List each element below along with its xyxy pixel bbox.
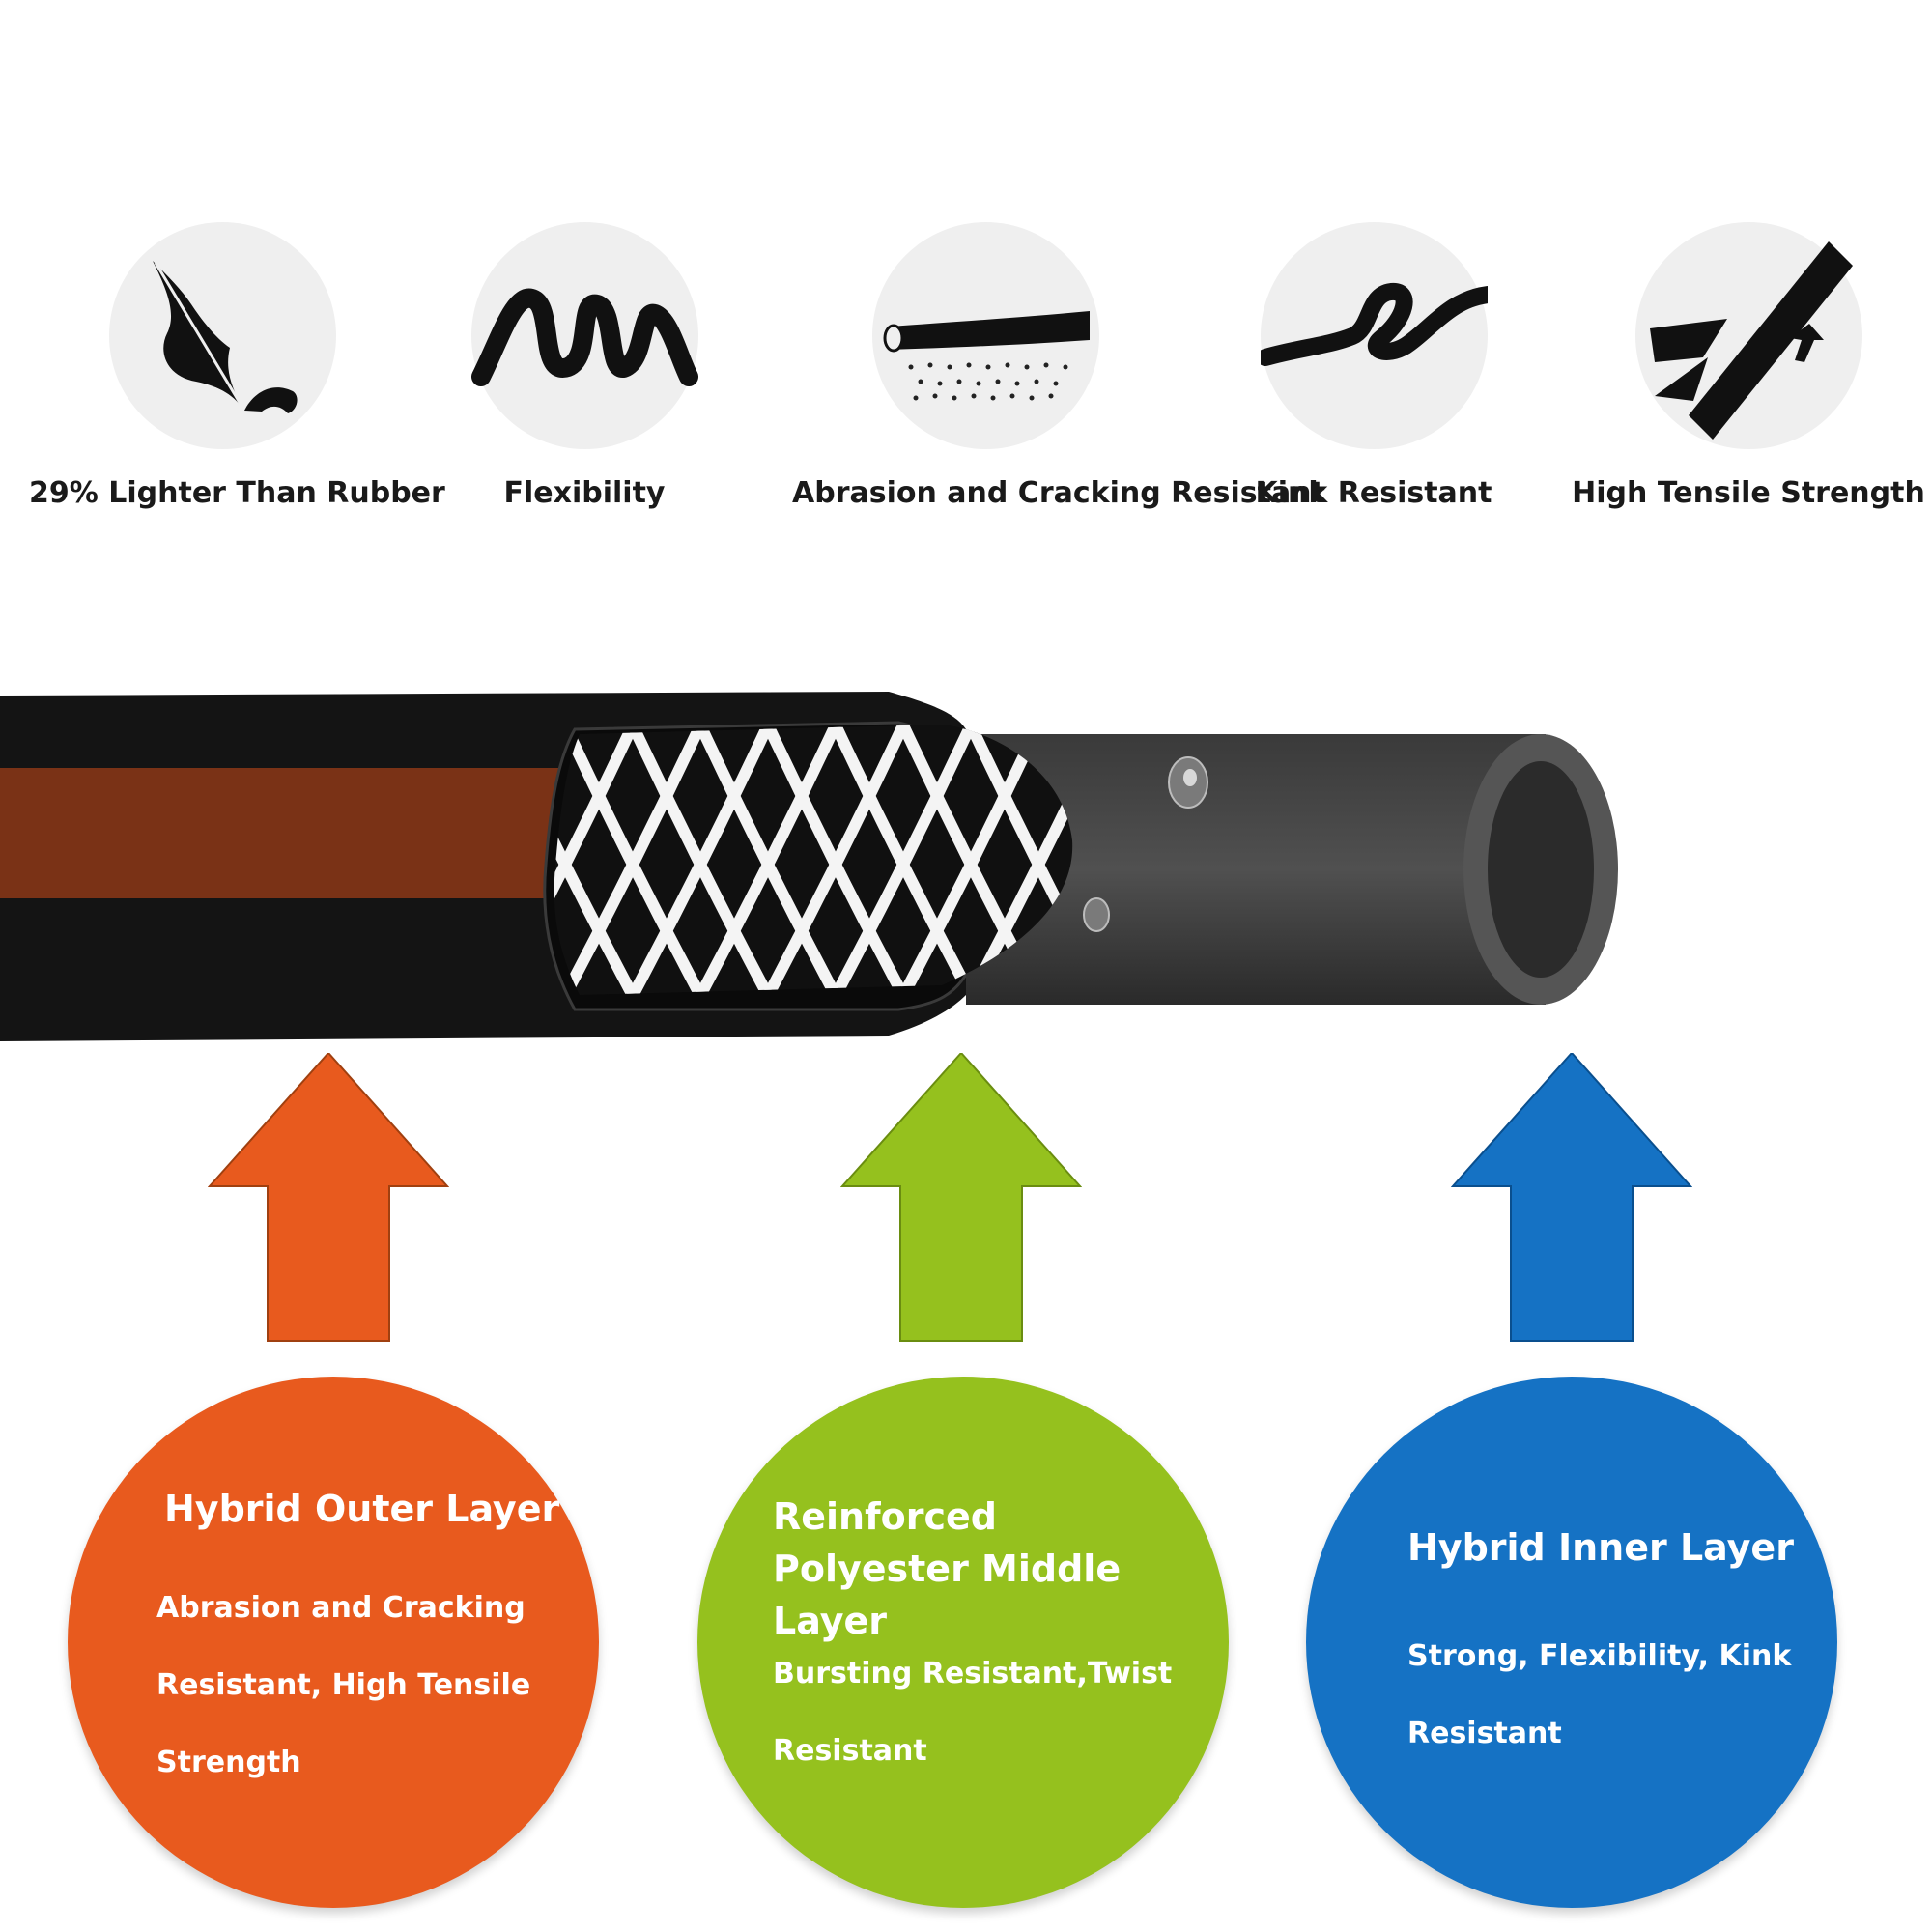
middle-layer-desc: Bursting Resistant,Twist Resistant bbox=[773, 1657, 1173, 1768]
hose-stripe bbox=[0, 768, 580, 898]
feather-icon bbox=[108, 222, 336, 449]
feature-abrasion: Abrasion and Cracking Resistant bbox=[792, 222, 1325, 510]
tube-opening bbox=[1488, 761, 1594, 978]
feature-tensile: High Tensile Strength bbox=[1555, 222, 1932, 510]
inner-arrow-shape bbox=[1451, 1053, 1692, 1342]
outer-layer-arrow bbox=[208, 1053, 449, 1342]
feature-kink: Kink Resistant bbox=[1180, 222, 1567, 510]
outer-layer-title: Hybrid Outer Layer bbox=[164, 1488, 560, 1530]
feature-lightweight: 29% Lighter Than Rubber bbox=[29, 222, 445, 510]
feature-label: Abrasion and Cracking Resistant bbox=[792, 476, 1325, 510]
inner-layer bbox=[966, 734, 1546, 1005]
feature-flexibility: Flexibility bbox=[391, 222, 778, 510]
middle-arrow-shape bbox=[840, 1053, 1082, 1342]
tensile-strap-icon bbox=[1634, 222, 1862, 449]
inner-layer-circle: Hybrid Inner Layer Strong, Flexibility, … bbox=[1306, 1377, 1837, 1908]
hose-cutaway-illustration bbox=[0, 692, 1618, 1041]
middle-layer-circle: Reinforced Polyester Middle Layer Bursti… bbox=[697, 1377, 1229, 1908]
hose-over-gravel-icon bbox=[871, 222, 1099, 449]
middle-layer-arrow bbox=[840, 1053, 1082, 1342]
outer-layer-desc: Abrasion and Cracking Resistant, High Te… bbox=[156, 1591, 531, 1779]
feature-label: High Tensile Strength bbox=[1572, 476, 1925, 510]
wavy-hose-icon bbox=[470, 222, 698, 449]
inner-layer-desc: Strong, Flexibility, Kink Resistant bbox=[1407, 1639, 1792, 1750]
water-droplet bbox=[1083, 897, 1110, 932]
inner-layer-arrow bbox=[1451, 1053, 1692, 1342]
feature-label: Kink Resistant bbox=[1255, 476, 1492, 510]
outer-arrow-shape bbox=[208, 1053, 449, 1342]
middle-layer-title: Reinforced Polyester Middle Layer bbox=[773, 1495, 1122, 1642]
feature-label: Flexibility bbox=[503, 476, 666, 510]
kinked-hose-icon bbox=[1260, 222, 1488, 449]
feature-label: 29% Lighter Than Rubber bbox=[29, 476, 445, 510]
inner-layer-title: Hybrid Inner Layer bbox=[1407, 1526, 1794, 1569]
outer-layer-circle: Hybrid Outer Layer Abrasion and Cracking… bbox=[68, 1377, 599, 1908]
